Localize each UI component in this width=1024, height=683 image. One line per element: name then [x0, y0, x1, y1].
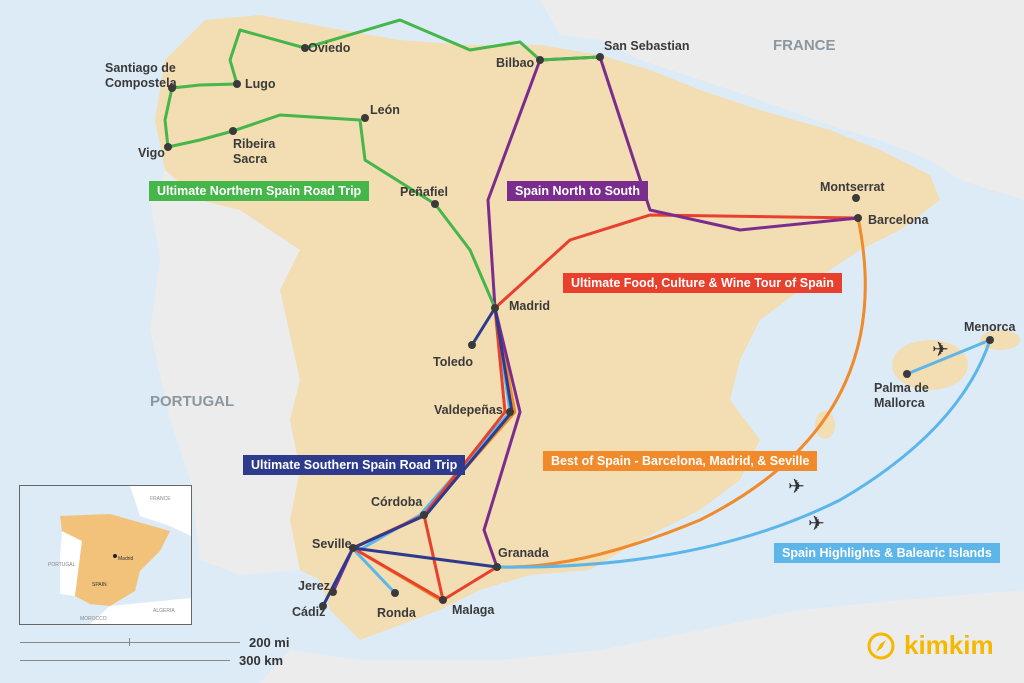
city-dot-palma[interactable] — [903, 370, 911, 378]
city-label-ronda: Ronda — [377, 606, 417, 620]
plane-icons: ✈ ✈ ✈ — [788, 339, 949, 535]
inset-label-france: FRANCE — [150, 496, 171, 502]
city-label-seville: Seville — [312, 537, 352, 551]
city-dot-cadiz[interactable] — [319, 602, 327, 610]
city-label-cordoba: Córdoba — [371, 495, 423, 509]
plane-icon: ✈ — [808, 513, 825, 535]
city-dot-vigo[interactable] — [164, 143, 172, 151]
city-label-oviedo: Oviedo — [308, 41, 351, 55]
spain-land — [155, 15, 940, 640]
city-dot-oviedo[interactable] — [301, 44, 309, 52]
city-label-barcelona: Barcelona — [868, 213, 929, 227]
city-label-montserrat: Montserrat — [820, 180, 885, 194]
route-label-southern[interactable]: Ultimate Southern Spain Road Trip — [243, 455, 466, 475]
ibiza — [815, 411, 835, 439]
france-land — [540, 0, 1024, 200]
route-label-northern[interactable]: Ultimate Northern Spain Road Trip — [149, 181, 370, 201]
city-label-jerez: Jerez — [298, 579, 330, 593]
scale-miles: 200 mi — [249, 635, 290, 650]
scale-km: 300 km — [239, 653, 284, 668]
city-label-menorca: Menorca — [964, 320, 1016, 334]
city-label-granada: Granada — [498, 546, 550, 560]
city-dot-ribeira[interactable] — [229, 127, 237, 135]
city-dot-toledo[interactable] — [468, 341, 476, 349]
route-label-balearic[interactable]: Spain Highlights & Balearic Islands — [774, 543, 1000, 563]
label-france: FRANCE — [773, 37, 836, 54]
city-label-valdepenas: Valdepeñas — [434, 403, 503, 417]
compass-icon — [867, 632, 895, 659]
city-dot-cordoba[interactable] — [420, 511, 428, 519]
city-dot-lugo[interactable] — [233, 80, 241, 88]
city-dot-barcelona[interactable] — [854, 214, 862, 222]
city-label-malaga: Malaga — [452, 603, 495, 617]
city-dot-montserrat[interactable] — [852, 194, 860, 202]
city-dot-san_sebastian[interactable] — [596, 53, 604, 61]
route-label-food[interactable]: Ultimate Food, Culture & Wine Tour of Sp… — [563, 273, 842, 293]
inset-map: FRANCE Madrid PORTUGAL SPAIN ALGERIA MOR… — [19, 485, 192, 625]
kimkim-logo: kimkim — [866, 630, 994, 661]
city-label-leon: León — [370, 103, 400, 117]
inset-label-morocco: MOROCCO — [80, 616, 107, 622]
inset-label-portugal: PORTUGAL — [48, 562, 76, 568]
city-label-vigo: Vigo — [138, 146, 165, 160]
city-dot-menorca[interactable] — [986, 336, 994, 344]
city-dot-valdepenas[interactable] — [506, 408, 514, 416]
inset-label-madrid: Madrid — [118, 556, 134, 562]
city-label-bilbao: Bilbao — [496, 56, 535, 70]
route-label-best[interactable]: Best of Spain - Barcelona, Madrid, & Sev… — [543, 451, 818, 471]
city-dot-bilbao[interactable] — [536, 56, 544, 64]
city-label-toledo: Toledo — [433, 355, 473, 369]
city-dot-seville[interactable] — [349, 544, 357, 552]
city-label-san_sebastian: San Sebastian — [604, 39, 689, 53]
city-label-madrid: Madrid — [509, 299, 550, 313]
label-portugal: PORTUGAL — [150, 393, 234, 410]
city-dot-granada[interactable] — [493, 563, 501, 571]
plane-icon: ✈ — [788, 476, 805, 498]
city-label-cadiz: Cádiz — [292, 605, 325, 619]
africa-land — [260, 590, 1024, 683]
route-label-north-south[interactable]: Spain North to South — [507, 181, 648, 201]
city-dot-madrid[interactable] — [491, 304, 499, 312]
city-label-penafiel: Peñafiel — [400, 185, 448, 199]
plane-icon: ✈ — [932, 339, 949, 361]
city-dot-malaga[interactable] — [439, 596, 447, 604]
logo-text: kimkim — [904, 630, 994, 660]
menorca-island — [980, 330, 1020, 350]
city-dot-ronda[interactable] — [391, 589, 399, 597]
city-label-lugo: Lugo — [245, 77, 276, 91]
city-dot-santiago[interactable] — [168, 84, 176, 92]
inset-label-algeria: ALGERIA — [153, 608, 175, 614]
city-dot-leon[interactable] — [361, 114, 369, 122]
city-dot-jerez[interactable] — [329, 588, 337, 596]
inset-label-spain: SPAIN — [92, 582, 107, 588]
city-dot-penafiel[interactable] — [431, 200, 439, 208]
